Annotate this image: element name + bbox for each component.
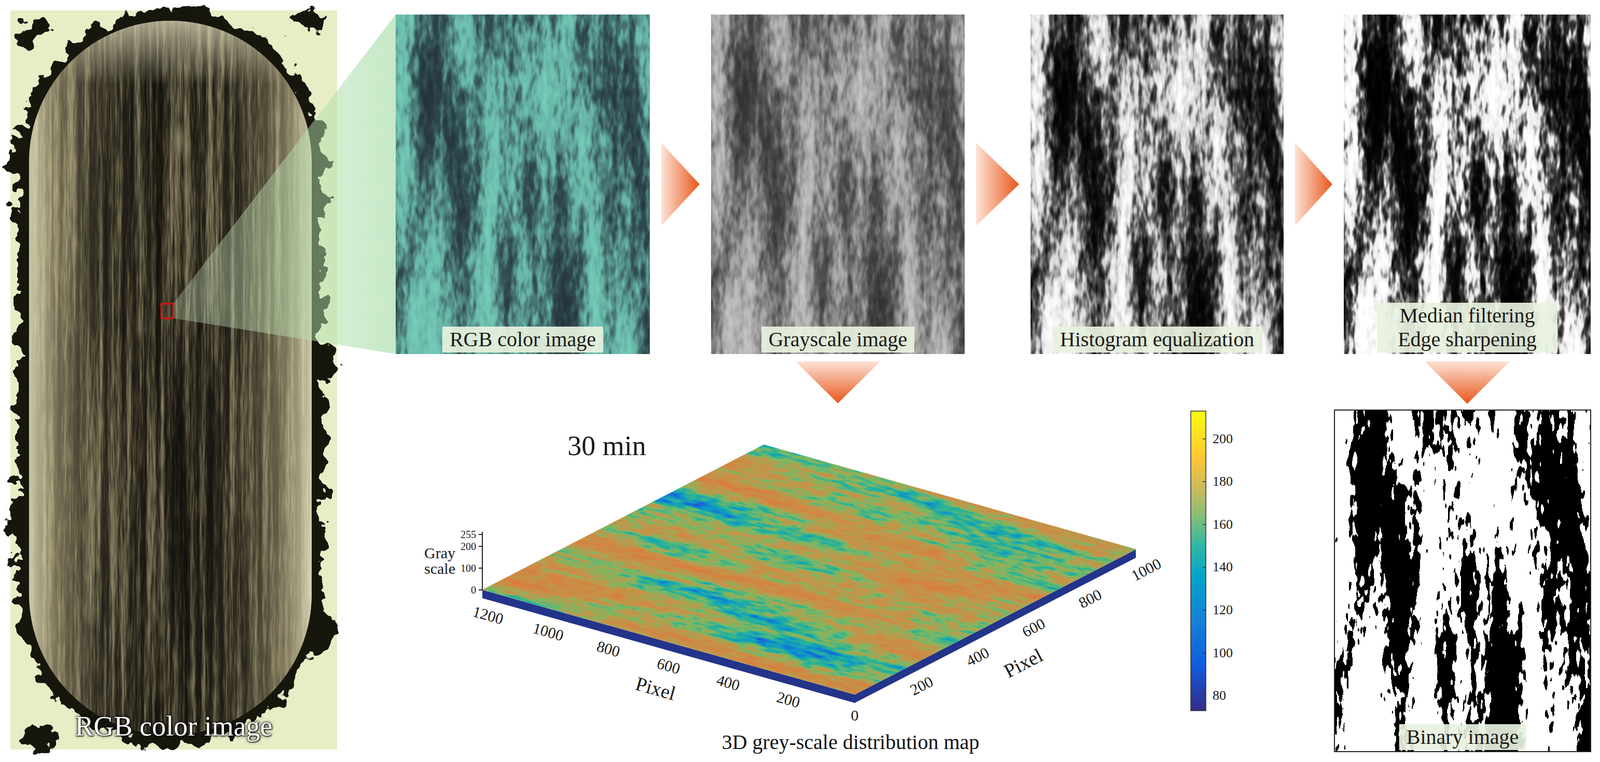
gray-texture — [711, 14, 965, 355]
rgb-panel — [395, 14, 650, 355]
colorbar-tick: 180 — [1212, 475, 1233, 489]
axis-tick: 0 — [470, 585, 477, 596]
colorbar-tick — [1202, 524, 1206, 526]
panel-label: Histogram equalization — [1052, 326, 1262, 353]
surface-texture — [482, 444, 1136, 695]
process-arrow — [1295, 143, 1333, 227]
debris-spot — [307, 611, 337, 654]
scar-rim — [29, 20, 312, 736]
axis-tick: 100 — [460, 563, 477, 574]
binary-panel — [1334, 410, 1591, 753]
axis-tick: 800 — [594, 638, 622, 660]
axis-title: Gray scale — [424, 545, 456, 577]
equalized-texture — [1030, 14, 1284, 355]
process-arrow — [795, 361, 881, 404]
colorbar — [1190, 411, 1206, 712]
debris-spot — [287, 10, 325, 32]
colorbar-tick — [1202, 481, 1206, 483]
colorbar-tick: 100 — [1212, 646, 1233, 661]
scar-edge-glow — [29, 20, 312, 736]
axis-tick: 200 — [907, 673, 936, 699]
binary-frame — [1334, 410, 1591, 753]
wear-scar — [29, 20, 312, 736]
colorbar-tick — [1202, 652, 1206, 655]
gray-panel — [711, 14, 965, 355]
z-tick — [478, 589, 483, 591]
plot-panel: 3D grey-scale distribution map — [466, 409, 1235, 757]
z-tick — [478, 534, 483, 536]
axis-title: Pixel — [1000, 645, 1047, 682]
debris-spot — [20, 725, 63, 748]
zoom-marker — [161, 303, 174, 319]
colorbar-tick: 80 — [1212, 689, 1227, 703]
axis-tick: 400 — [963, 644, 992, 670]
binary-texture — [1334, 410, 1591, 753]
filtered-panel — [1343, 14, 1591, 355]
colorbar-tick: 120 — [1212, 603, 1233, 618]
z-tick — [478, 567, 483, 569]
process-arrow — [1424, 361, 1510, 405]
zoom-funnel — [173, 14, 396, 355]
image-panel: Median filtering Edge sharpening — [1343, 14, 1591, 355]
image-panel: Grayscale image — [711, 14, 965, 355]
gray-surface — [482, 444, 1136, 695]
rgb-texture — [395, 14, 650, 355]
filtered-texture — [1343, 14, 1591, 355]
debris-spot — [15, 18, 47, 44]
axis-tick: 600 — [1020, 615, 1049, 640]
panel-label: Grayscale image — [761, 326, 915, 353]
time-label: 30 min — [567, 432, 647, 461]
axis-tick: 1000 — [1129, 555, 1164, 584]
colorbar-tick: 200 — [1212, 432, 1233, 447]
panel-label: Binary image — [1399, 724, 1527, 751]
photo-label: RGB color image — [75, 710, 273, 743]
z-axis — [481, 532, 483, 591]
photo-panel: RGB color image — [10, 10, 338, 750]
debris-spot — [311, 344, 337, 382]
debris-border — [7, 10, 337, 748]
colorbar-tick — [1202, 695, 1206, 697]
colorbar-ticks — [1202, 439, 1206, 697]
process-arrow — [661, 143, 700, 227]
panel-label: Median filtering Edge sharpening — [1376, 302, 1558, 353]
axis-tick: 600 — [655, 655, 682, 677]
scar-texture — [29, 20, 312, 736]
axis-tick: 800 — [1076, 586, 1105, 611]
image-panel: RGB color image — [395, 14, 650, 355]
image-panel: Binary image — [1334, 410, 1591, 753]
axis-title: Pixel — [633, 673, 678, 704]
scar-top-glow — [29, 20, 312, 736]
image-panel: Histogram equalization — [1030, 14, 1284, 355]
colorbar-tick — [1202, 438, 1206, 440]
colorbar-tick: 140 — [1212, 560, 1233, 575]
axis-tick: 0 — [851, 707, 859, 724]
axis-tick: 200 — [775, 689, 802, 711]
axis-tick: 255 — [460, 529, 477, 540]
colorbar-tick — [1202, 567, 1206, 569]
equalized-panel — [1030, 14, 1284, 355]
process-arrow — [976, 143, 1020, 227]
colorbar-tick: 160 — [1212, 518, 1233, 532]
axis-tick: 200 — [460, 541, 477, 552]
panel-label: RGB color image — [442, 326, 604, 353]
z-tick — [478, 546, 483, 548]
axis-tick: 1000 — [531, 620, 566, 645]
colorbar-tick — [1202, 609, 1206, 611]
sample-background — [10, 10, 338, 750]
axis-tick: 400 — [715, 672, 742, 694]
plot-caption: 3D grey-scale distribution map — [721, 730, 980, 755]
axis-tick: 1200 — [470, 603, 506, 628]
